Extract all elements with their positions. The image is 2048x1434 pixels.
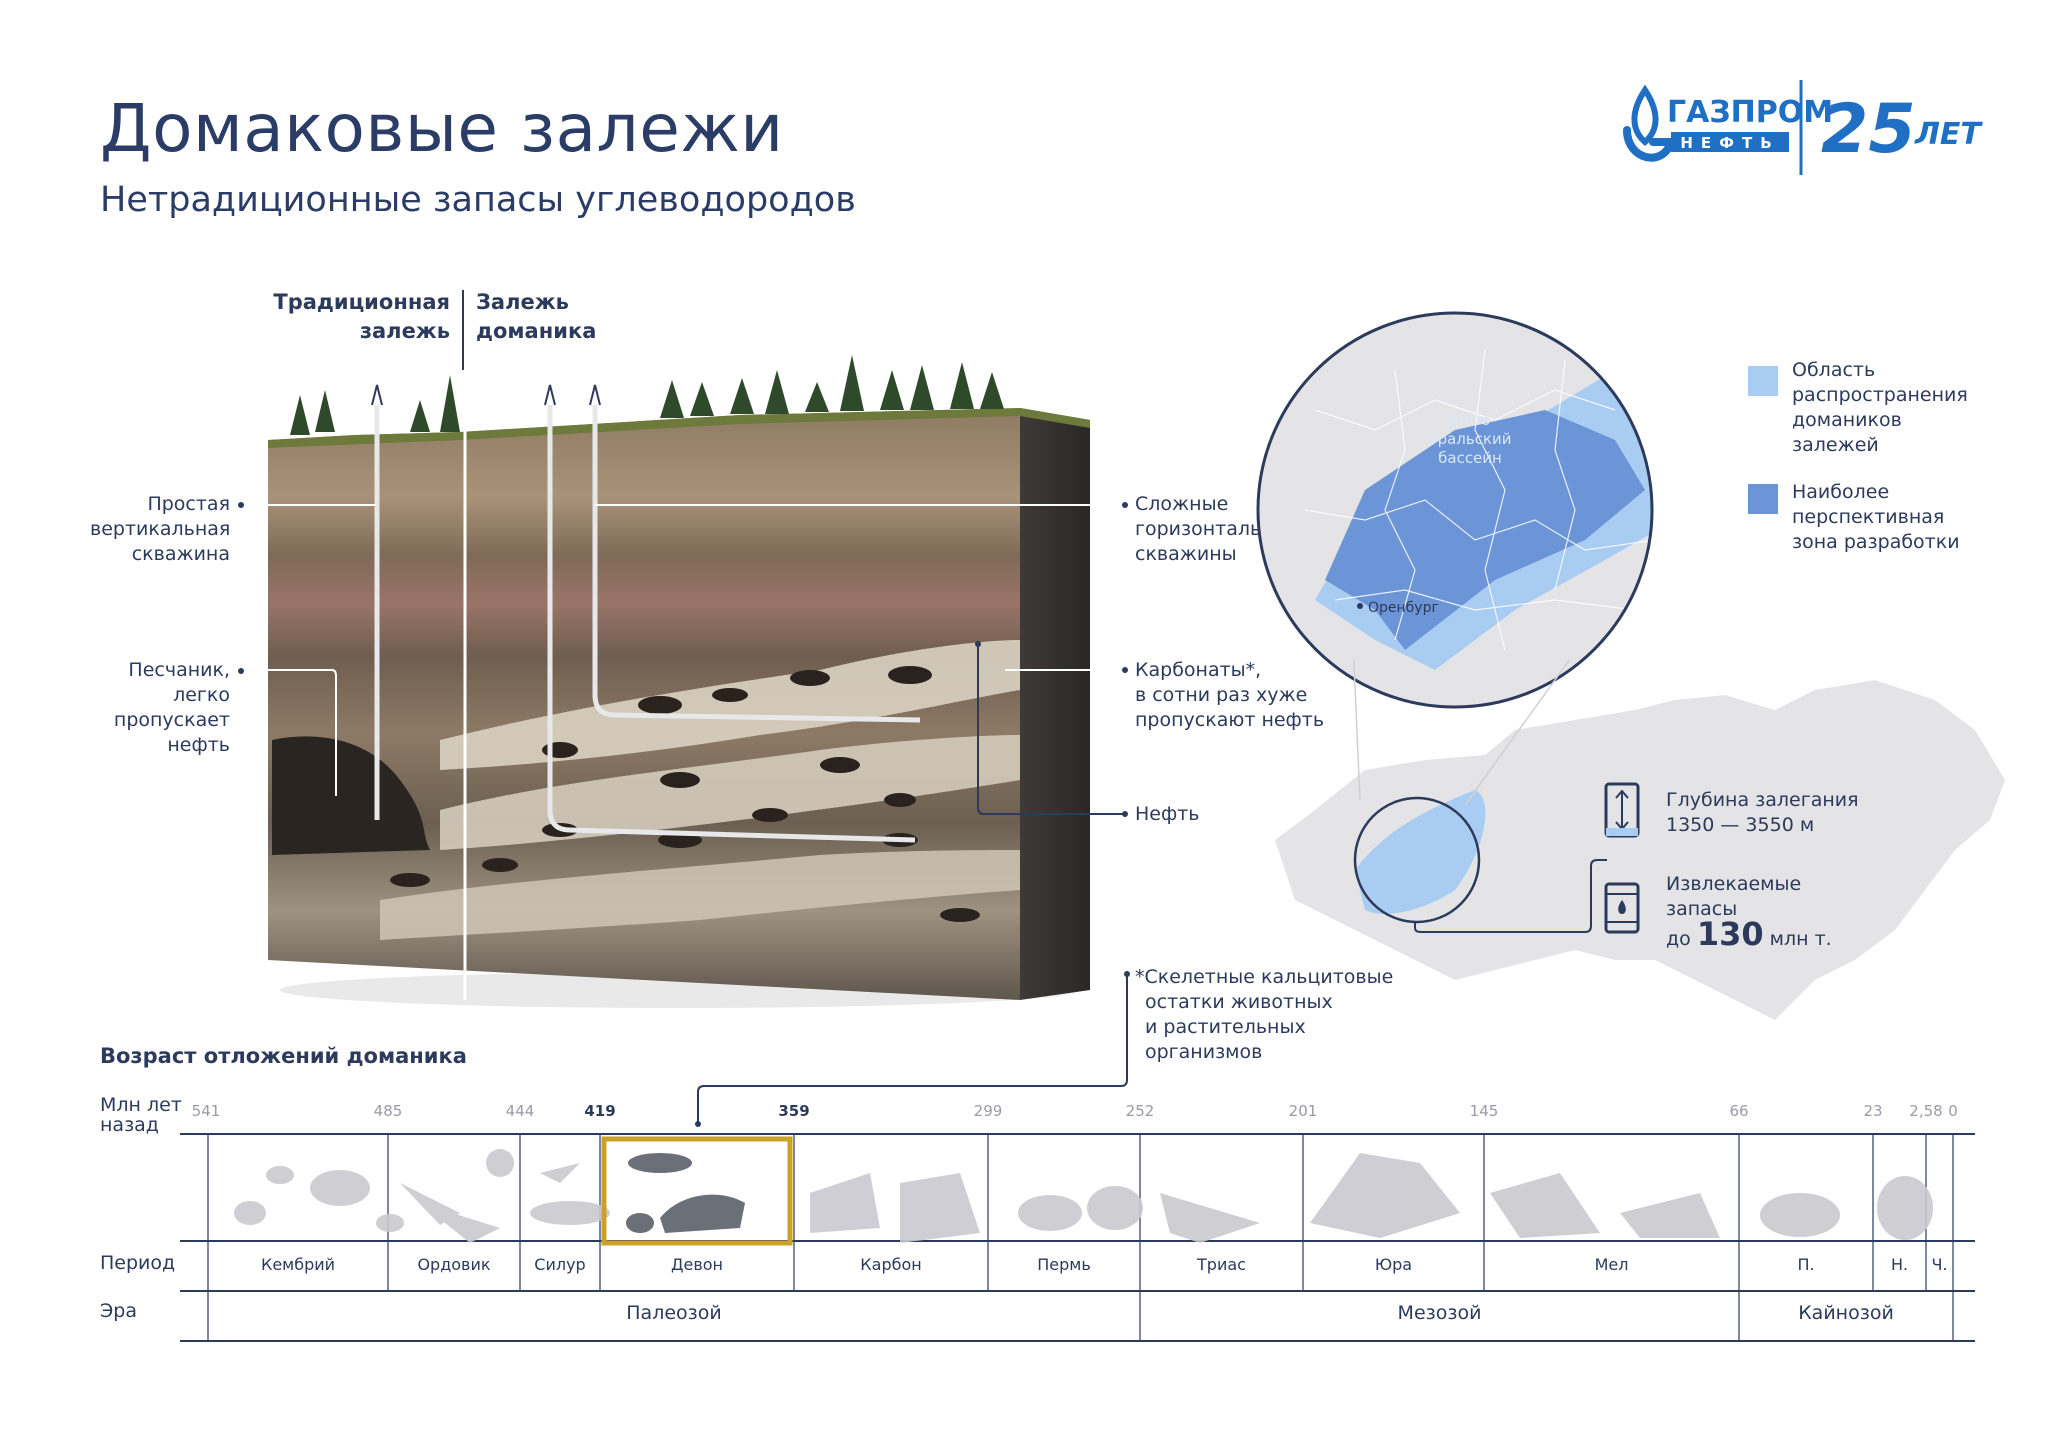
period-paleogene: П.: [1797, 1255, 1815, 1274]
tick-299: 299: [973, 1102, 1003, 1120]
svg-text:Уральский: Уральский: [1428, 430, 1511, 448]
era-paleozoic: Палеозой: [626, 1302, 722, 1324]
callout-line: [244, 504, 376, 506]
row-label-era: Эра: [100, 1300, 137, 1322]
tick-23: 23: [1863, 1102, 1883, 1120]
svg-text:Оренбург: Оренбург: [1368, 600, 1439, 616]
callout-line: [244, 669, 337, 796]
era-cenozoic: Кайнозой: [1798, 1302, 1894, 1324]
callout-line: [595, 504, 1125, 506]
heading-divider: [462, 290, 464, 370]
callout-line: [975, 641, 1124, 815]
callout-dot: [1122, 667, 1128, 673]
svg-text:НЕФТЬ: НЕФТЬ: [1680, 134, 1779, 152]
tick-444: 444: [505, 1102, 535, 1120]
period-carboniferous: Карбон: [860, 1255, 922, 1274]
depth-icon: [1604, 782, 1640, 838]
oil-callout: Нефть: [1135, 803, 1200, 825]
svg-text:бассейн: бассейн: [1438, 449, 1502, 467]
timeline-top-rule: [180, 1133, 1975, 1135]
timeline-era-rule: [180, 1290, 1975, 1292]
period-cretaceous: Мел: [1594, 1255, 1629, 1274]
page-title: Домаковые залежи: [100, 90, 784, 167]
timeline-bottom-rule: [180, 1340, 1975, 1342]
timeline-title: Возраст отложений доманика: [100, 1044, 467, 1068]
period-jurassic: Юра: [1374, 1255, 1413, 1274]
company-logo: ГАЗПРОМ НЕФТЬ 25 ЛЕТ: [1615, 80, 2048, 180]
svg-text:ЛЕТ: ЛЕТ: [1914, 117, 1983, 152]
svg-text:25: 25: [1821, 90, 1916, 169]
tick-0: 0: [1948, 1102, 1958, 1120]
callout-dot: [238, 502, 244, 508]
barrel-icon: [1604, 882, 1640, 934]
tick-145: 145: [1469, 1102, 1499, 1120]
tick-541: 541: [191, 1102, 221, 1120]
callout-dot: [1122, 811, 1128, 817]
timeline-boundaries: [207, 1133, 1954, 1340]
tick-485: 485: [373, 1102, 403, 1120]
svg-text:Волго-: Волго-: [1444, 411, 1496, 429]
legend-swatch-perspective: [1748, 484, 1778, 514]
russia-map: [1275, 660, 2005, 1020]
callout-dot: [1122, 502, 1128, 508]
callout-dot: [238, 668, 244, 674]
period-silurian: Силур: [534, 1255, 586, 1274]
tick-252: 252: [1125, 1102, 1155, 1120]
callout-line: [1005, 669, 1125, 671]
svg-text:ГАЗПРОМ: ГАЗПРОМ: [1667, 95, 1833, 130]
tick-359: 359: [778, 1102, 810, 1120]
period-cambrian: Кембрий: [260, 1255, 336, 1274]
period-quaternary: Ч.: [1931, 1255, 1948, 1274]
gazprom-flame-icon: [1623, 84, 1677, 162]
row-label-period: Период: [100, 1252, 176, 1274]
tick-2-58: 2,58: [1909, 1102, 1943, 1120]
period-devonian: Девон: [670, 1255, 724, 1274]
geological-cross-section: [268, 355, 1090, 1008]
timeline-period-rule: [180, 1240, 1975, 1242]
footnote-connector: [695, 971, 1130, 1127]
region-zoom-map: Волго- Уральский бассейн Оренбург: [1256, 311, 1654, 709]
legend-swatch-distribution: [1748, 366, 1778, 396]
era-mesozoic: Мезозой: [1397, 1302, 1482, 1324]
period-permian: Пермь: [1037, 1255, 1091, 1274]
tick-201: 201: [1288, 1102, 1318, 1120]
period-ordovician: Ордовик: [417, 1255, 491, 1274]
tick-419: 419: [584, 1102, 616, 1120]
period-neogene: Н.: [1890, 1255, 1909, 1274]
page-subtitle: Нетрадиционные запасы углеводородов: [100, 180, 856, 220]
tick-66: 66: [1729, 1102, 1749, 1120]
period-triassic: Триас: [1197, 1255, 1246, 1274]
